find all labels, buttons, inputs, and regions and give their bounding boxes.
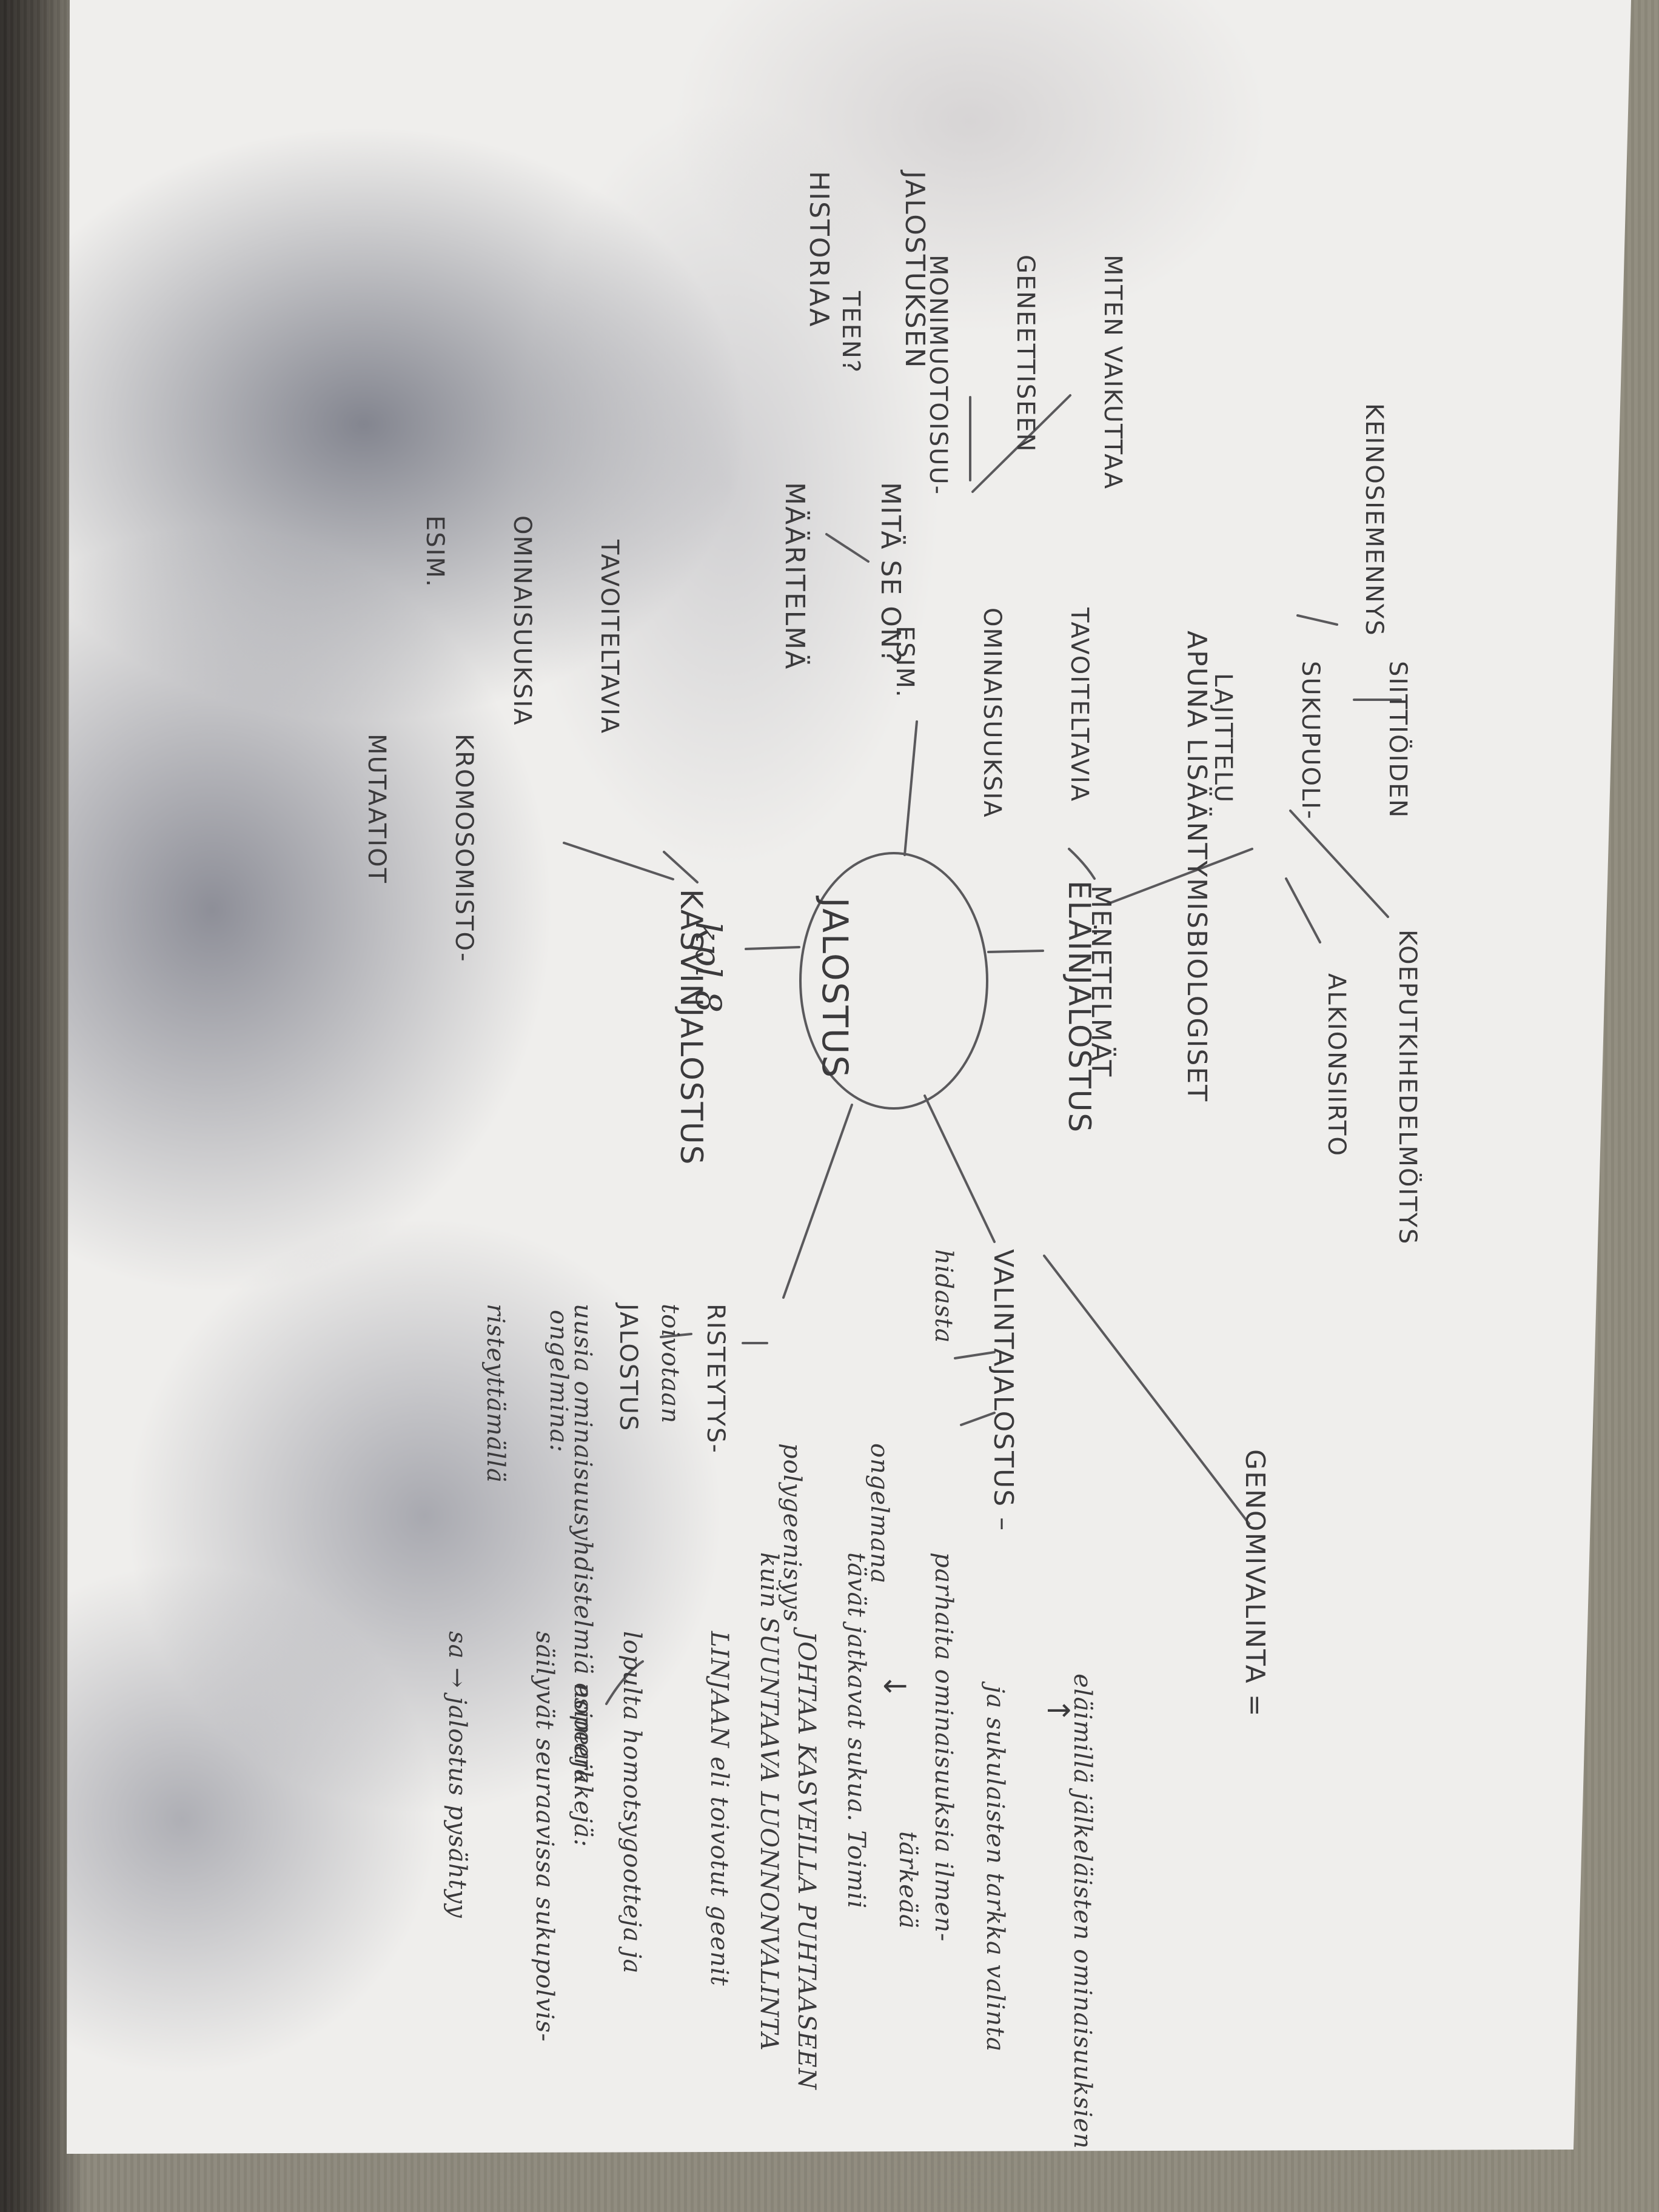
sorting-node: SIITTIÖIDEN SUKUPUOLI- LAJITTELU — [1179, 661, 1470, 820]
line-center-animal — [987, 950, 1044, 953]
mutations-line: MUTAATIOT — [363, 734, 390, 884]
line-selection-problem — [960, 1412, 996, 1426]
embryo-transfer-node: ALKIONSIIRTO — [1322, 973, 1350, 1157]
line-selection-genomic — [1043, 1255, 1250, 1525]
plant-goals-line: TAVOITELTAVIA — [595, 540, 623, 735]
line-methods-keinosiemennys — [1296, 614, 1338, 626]
methods-line2: MENETELMÄT — [1085, 885, 1117, 1078]
line-methods-embryo — [1285, 877, 1321, 943]
animal-goals-line: ESIM. — [891, 626, 919, 699]
selection-problem-note: ongelmana polygeenisyys — [748, 1443, 952, 1623]
line-methods-ivf — [1289, 809, 1389, 918]
sorting-line: SUKUPUOLI- — [1296, 661, 1324, 820]
line-center-crossing — [782, 1104, 853, 1299]
ivf-node: KOEPUTKIHEDELMÖITYS — [1393, 930, 1421, 1245]
crossing-desc-line: risteyttämällä — [481, 1304, 509, 1483]
center-title: JALOSTUS — [814, 897, 856, 1079]
plant-goals-node: TAVOITELTAVIA OMINAISUUKSIA ESIM. — [391, 515, 682, 734]
diversity-line: TEEN? — [837, 291, 865, 374]
mutations-line: KROMOSOMISTO- — [450, 734, 478, 963]
definition-line2: MÄÄRITELMÄ — [779, 482, 811, 671]
animal-goals-line: OMINAISUUKSIA — [978, 608, 1006, 819]
center-ellipse — [799, 852, 988, 1110]
selection-result-line: JOHTAA KASVEILLA PUHTAASEEN — [793, 1631, 820, 2090]
animals-note: eläimillä jälkeläisten ominaisuuksien ja… — [864, 1674, 1155, 2149]
line-definition-tick — [825, 533, 870, 563]
line-plant-mutations — [563, 842, 674, 880]
line-center-plant — [745, 946, 800, 950]
animals-note-line: eläimillä jälkeläisten ominaisuuksien — [1068, 1674, 1096, 2150]
crossing-description: toivotaan uusia ominaisuusyhdistelmiä no… — [452, 1304, 743, 1785]
down-arrow-icon: ↓ — [877, 1674, 912, 1700]
mutations-node: KROMOSOMISTO- MUTAATIOT — [333, 734, 537, 963]
line-plant-goals — [663, 851, 699, 883]
diversity-line: GENEETTISEEN — [1011, 255, 1039, 453]
crossing-problems: ongelmina: — [545, 1310, 572, 1453]
crossing-desc-line: toivotaan — [656, 1304, 684, 1424]
plant-goals-line: OMINAISUUKSIA — [508, 515, 536, 726]
genomic-selection-node: GENOMIVALINTA = — [1239, 1449, 1270, 1718]
selection-problem-line: polygeenisyys — [778, 1443, 806, 1623]
sorting-line: LAJITTELU — [1209, 673, 1237, 804]
line-definition-diversity — [971, 394, 1071, 493]
selection-problem-line: ongelmana — [865, 1443, 893, 1584]
keinosiemennys-node: KEINOSIEMENNYS — [1360, 403, 1388, 637]
selection-breeding-node: VALINTAJALOSTUS – — [988, 1249, 1019, 1532]
line-center-definition — [903, 720, 918, 856]
plant-goals-line: ESIM. — [421, 515, 449, 588]
line-animal-goals — [1068, 848, 1096, 880]
sorting-line: SIITTIÖIDEN — [1384, 661, 1412, 819]
plant-breeding-node: KASVINJALOSTUS — [674, 889, 709, 1166]
selection-slow-note: hidasta — [930, 1249, 957, 1344]
diversity-node: MITEN VAIKUTTAA GENEETTISEEN MONIMUOTOIS… — [807, 255, 1185, 495]
crossing-examples: esimerkkejä: — [569, 1683, 597, 1848]
line-selection-slow — [954, 1351, 996, 1359]
line-crossing-problems — [660, 1333, 692, 1338]
diversity-line: MITEN VAIKUTTAA — [1099, 255, 1127, 490]
line-animal-methods — [1106, 848, 1253, 905]
line-center-selection — [923, 1094, 996, 1243]
diversity-line: MONIMUOTOISUU- — [924, 255, 952, 496]
line-combination-examples — [605, 1660, 644, 1705]
animals-note-line: ja sukulaisten tarkka valinta — [981, 1686, 1009, 2053]
animals-note-line: tärkeää — [894, 1831, 922, 1929]
